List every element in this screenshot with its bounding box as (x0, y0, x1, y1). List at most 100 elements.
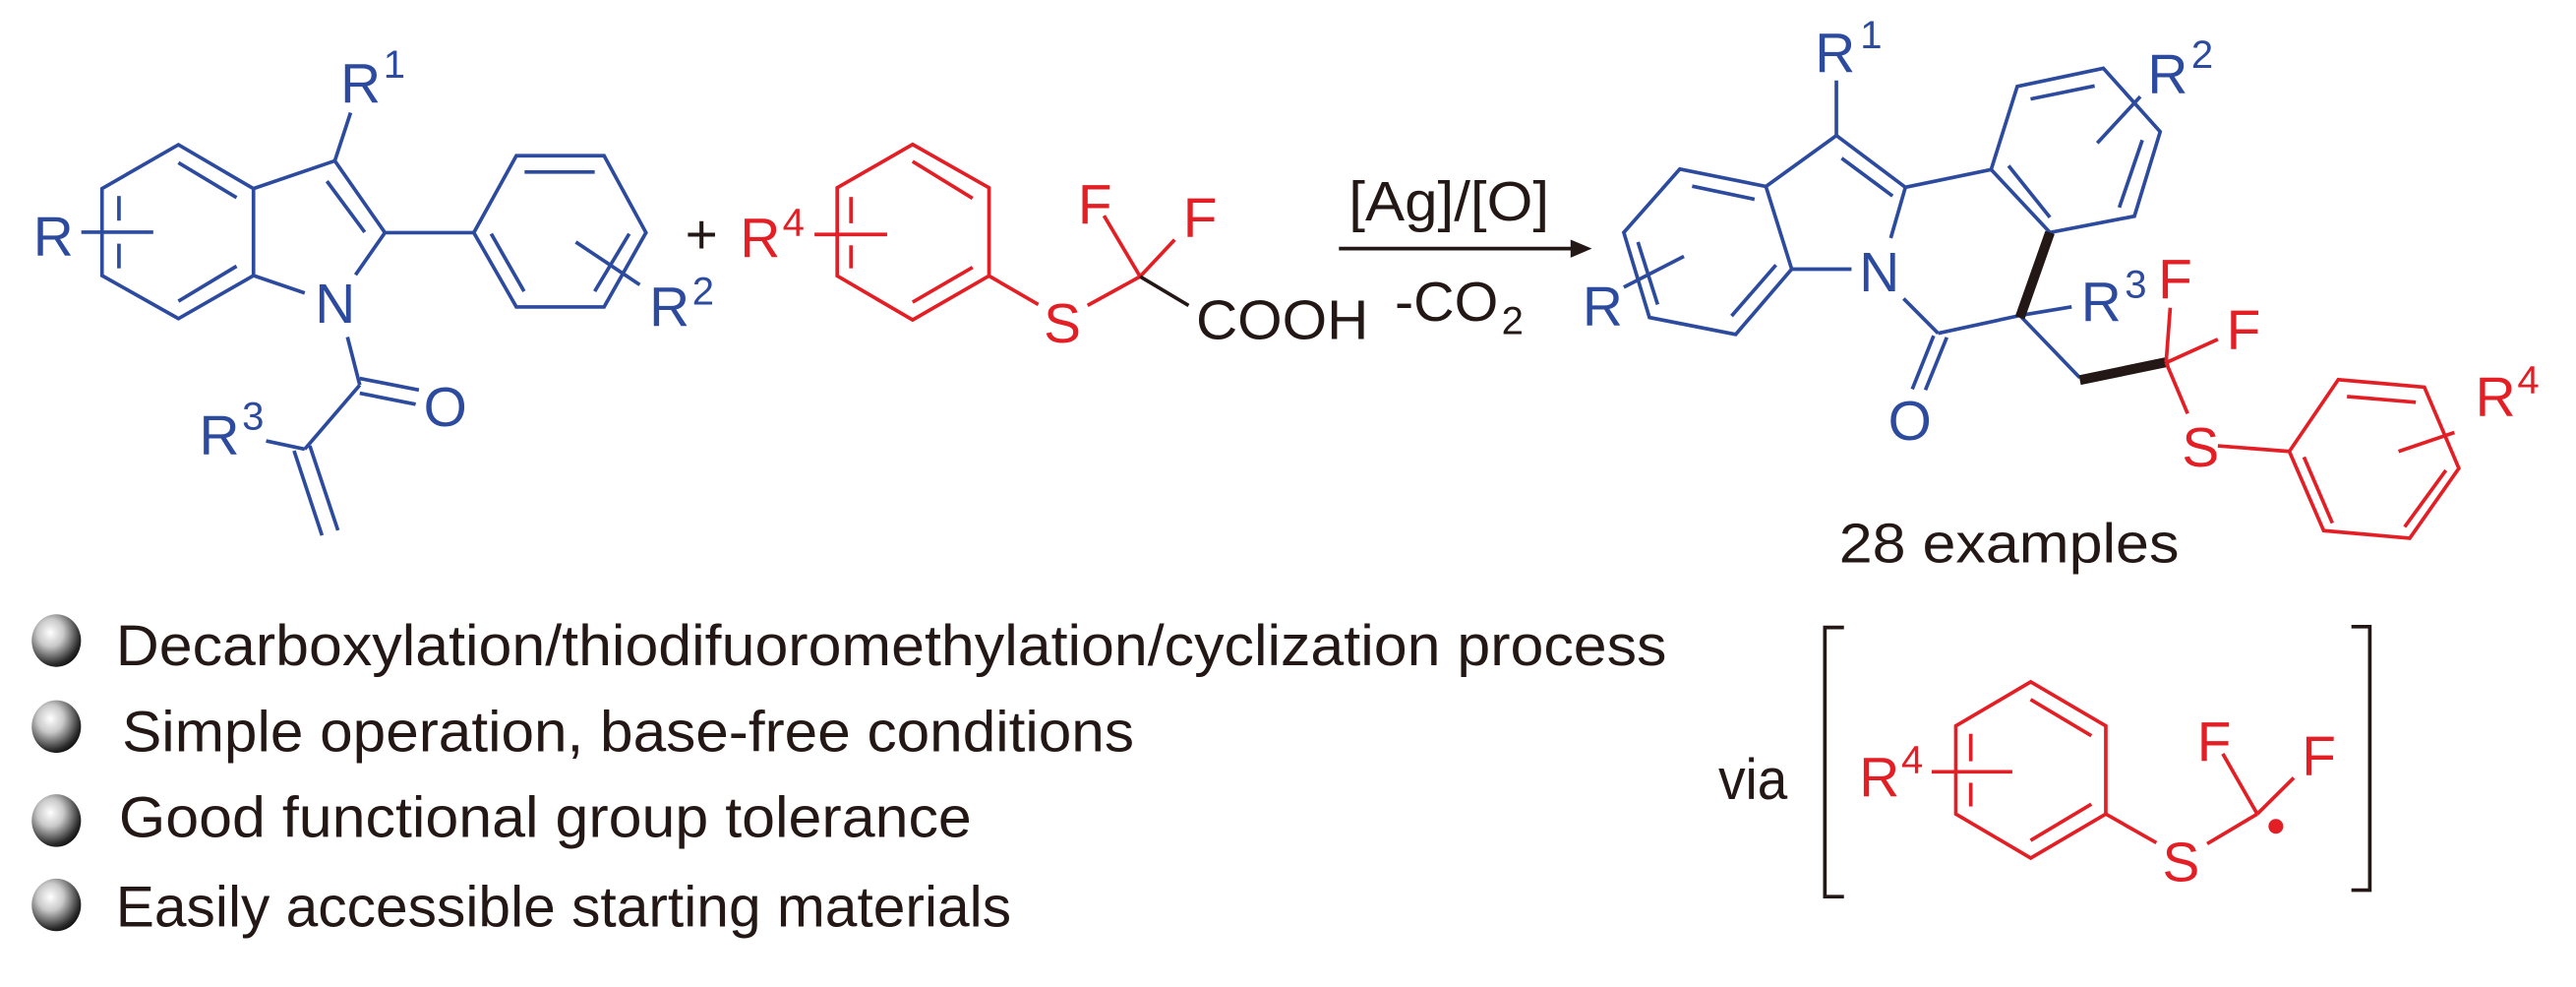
product-core-bonds (1621, 66, 2163, 391)
bond (359, 391, 416, 406)
bond (359, 376, 420, 393)
sulfur-label: S (1044, 293, 1081, 355)
bond (332, 111, 353, 162)
plus-sign: + (686, 205, 718, 267)
bond (2164, 307, 2173, 363)
product: R N R 1 R 2 O R 3 F F S R 4 28 examples (1583, 14, 2540, 576)
bond (1953, 679, 2108, 861)
left-bracket (1823, 625, 1844, 899)
fluorine-label: F (1183, 188, 1218, 250)
reaction-arrow: [Ag]/[O] -CO 2 (1339, 171, 1592, 342)
carboxylic-acid-label: COOH (1196, 289, 1368, 351)
r4-label: R (1859, 747, 1899, 809)
radical-intermediate: via R 4 S F F (1718, 624, 2372, 899)
intermediate-bonds (1931, 679, 2296, 861)
r4-superscript: 4 (783, 201, 805, 244)
nitrogen-label: N (1859, 242, 1899, 304)
bond (325, 180, 367, 234)
bond (2221, 752, 2259, 816)
bond (332, 159, 387, 234)
product-thio-bonds (2164, 307, 2461, 540)
bond (2007, 164, 2052, 219)
bond (253, 274, 306, 295)
bond (1692, 184, 1756, 202)
bond (1102, 215, 1142, 278)
bond (353, 231, 387, 277)
bond (177, 160, 238, 200)
acid-reagent: R 4 S F F COOH (740, 142, 1368, 355)
right-bracket (2351, 624, 2372, 893)
bond (345, 337, 362, 386)
bond (1834, 134, 1907, 189)
bond (1923, 337, 1948, 391)
r1-label: R (1815, 23, 1855, 85)
bond (1989, 66, 2163, 235)
bond (2287, 377, 2461, 540)
feature-text: Simple operation, base-free conditions (122, 700, 1134, 764)
bond (2206, 812, 2258, 846)
feature-item: Good functional group tolerance (31, 786, 972, 850)
bond (574, 240, 641, 286)
bond (1910, 335, 1936, 391)
bond (2029, 802, 2093, 842)
indole-bonds (81, 111, 648, 536)
bond (2165, 338, 2219, 365)
bond (2217, 444, 2290, 454)
bond (2029, 698, 2093, 738)
bond (1623, 254, 1685, 289)
bullet-sphere-icon (31, 878, 82, 932)
bond (1938, 313, 2020, 336)
bond (2164, 361, 2189, 415)
r3-superscript: 3 (2125, 264, 2146, 307)
bond (1138, 238, 1176, 278)
bond (2018, 314, 2081, 380)
fluorine-label: F (2302, 726, 2336, 788)
oxygen-label: O (1888, 391, 1932, 453)
bond (489, 232, 526, 292)
bond (2302, 456, 2334, 524)
bond (911, 266, 974, 304)
r3-superscript: 3 (242, 395, 264, 438)
oxygen-label: O (424, 377, 467, 439)
fluorine-label: F (2227, 300, 2261, 362)
r3-label: R (2081, 272, 2122, 334)
bond (2398, 430, 2455, 454)
bullet-sphere-icon (31, 614, 82, 667)
fluorine-label: F (2158, 249, 2192, 311)
bond (471, 154, 648, 309)
bond (1888, 186, 1907, 239)
r1-label: R (340, 53, 381, 115)
r-label: R (1583, 276, 1623, 338)
bond (303, 384, 362, 451)
r-label: R (33, 206, 74, 268)
scope-note: 28 examples (1839, 514, 2180, 576)
fluorine-label: F (1078, 175, 1112, 237)
bond (1621, 166, 1794, 337)
bond (2105, 812, 2158, 845)
bond (1730, 264, 1777, 318)
via-label: via (1718, 748, 1788, 812)
feature-text: Decarboxylation/thiodifuoromethylation/c… (116, 614, 1667, 678)
bond (308, 445, 340, 531)
r4-superscript: 4 (2517, 358, 2539, 401)
acid-bonds (814, 142, 1176, 323)
feature-text: Easily accessible starting materials (116, 875, 1011, 939)
bond (1902, 297, 1940, 335)
r3-label: R (199, 404, 239, 466)
bond (2030, 84, 2095, 101)
bond (253, 158, 335, 191)
feature-item: Decarboxylation/thiodifuoromethylation/c… (31, 614, 1666, 678)
fluorine-label: F (2197, 712, 2232, 774)
r2-label: R (649, 277, 689, 339)
bond (988, 274, 1040, 307)
bond (2019, 304, 2072, 318)
sulfur-label: S (2163, 833, 2200, 894)
feature-list: Decarboxylation/thiodifuoromethylation/c… (31, 614, 1666, 939)
new-bond-bold (2078, 356, 2170, 386)
bond (177, 264, 238, 303)
bond (835, 142, 991, 323)
bond (911, 159, 974, 201)
r1-superscript: 1 (1860, 14, 1882, 57)
bullet-sphere-icon (31, 794, 82, 847)
bond (292, 450, 325, 536)
